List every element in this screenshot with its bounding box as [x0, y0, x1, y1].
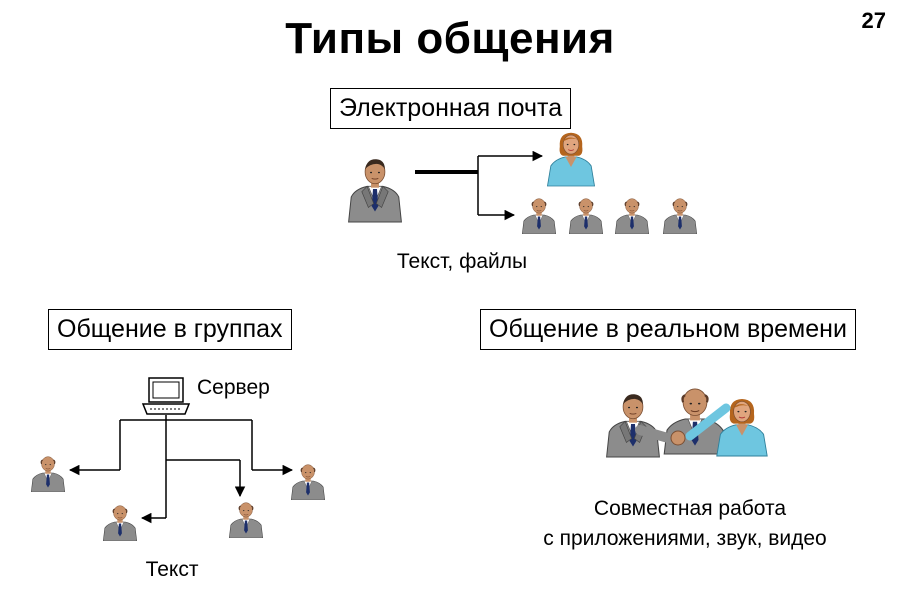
page-title: Типы общения	[285, 14, 615, 63]
groups-caption: Текст	[145, 558, 199, 581]
server-label: Сервер	[197, 376, 270, 399]
email-label-box: Электронная почта	[330, 88, 572, 129]
recipient-businessman-icon	[662, 197, 698, 234]
group-member-businessman-icon	[30, 455, 66, 492]
recipient-businessman-icon	[521, 197, 557, 234]
sender-businessman-icon	[348, 158, 402, 223]
recipient-businessman-icon	[568, 197, 604, 234]
group-member-businessman-icon	[290, 463, 326, 500]
email-label: Электронная почта	[339, 94, 563, 122]
handshake-people-icon	[605, 387, 769, 458]
recipient-businesswoman-icon	[546, 132, 596, 187]
groups-label-box: Общение в группах	[48, 309, 292, 350]
groups-label: Общение в группах	[57, 315, 283, 343]
realtime-caption-line1: Совместная работа	[593, 497, 787, 520]
recipient-businessman-icon	[614, 197, 650, 234]
realtime-label: Общение в реальном времени	[489, 315, 847, 343]
group-member-businessman-icon	[102, 504, 138, 541]
page-number: 27	[861, 8, 886, 33]
realtime-label-box: Общение в реальном времени	[480, 309, 856, 350]
computer-server-icon	[141, 377, 191, 415]
realtime-caption-line2: с приложениями, звук, видео	[543, 527, 827, 550]
group-member-businessman-icon	[228, 501, 264, 538]
email-caption: Текст, файлы	[396, 250, 528, 273]
